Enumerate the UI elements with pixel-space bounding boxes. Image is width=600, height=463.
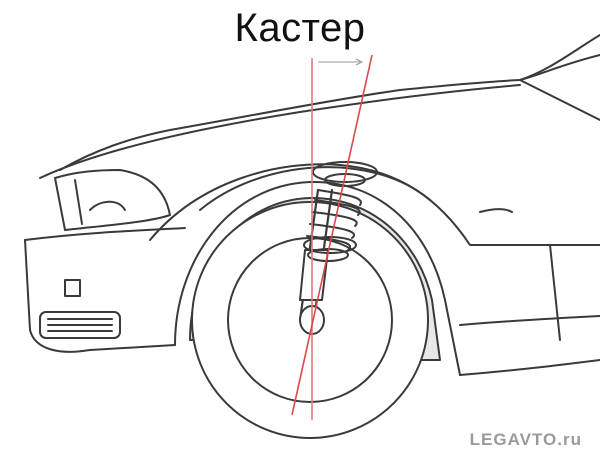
side-sill bbox=[459, 315, 600, 326]
hood-outline bbox=[59, 34, 600, 171]
diagram-title: Кастер bbox=[234, 6, 366, 50]
steering-axis-line bbox=[291, 54, 373, 416]
side-marker bbox=[479, 208, 513, 213]
door-edge bbox=[549, 244, 561, 341]
wheel-rim bbox=[227, 237, 393, 403]
marker-light bbox=[64, 279, 81, 297]
fender-line bbox=[149, 163, 600, 246]
fog-light bbox=[39, 311, 121, 339]
hood-crease bbox=[39, 84, 521, 179]
windshield-line bbox=[519, 54, 600, 81]
a-pillar bbox=[519, 79, 600, 121]
caster-arrow-head bbox=[355, 58, 364, 66]
front-bumper bbox=[24, 239, 176, 353]
side-lower bbox=[459, 359, 600, 376]
headlight bbox=[54, 169, 171, 231]
watermark-logo: LEGAVTO.ru bbox=[469, 430, 582, 449]
bumper-top bbox=[24, 227, 186, 241]
wheel-arch-outer bbox=[174, 180, 461, 376]
